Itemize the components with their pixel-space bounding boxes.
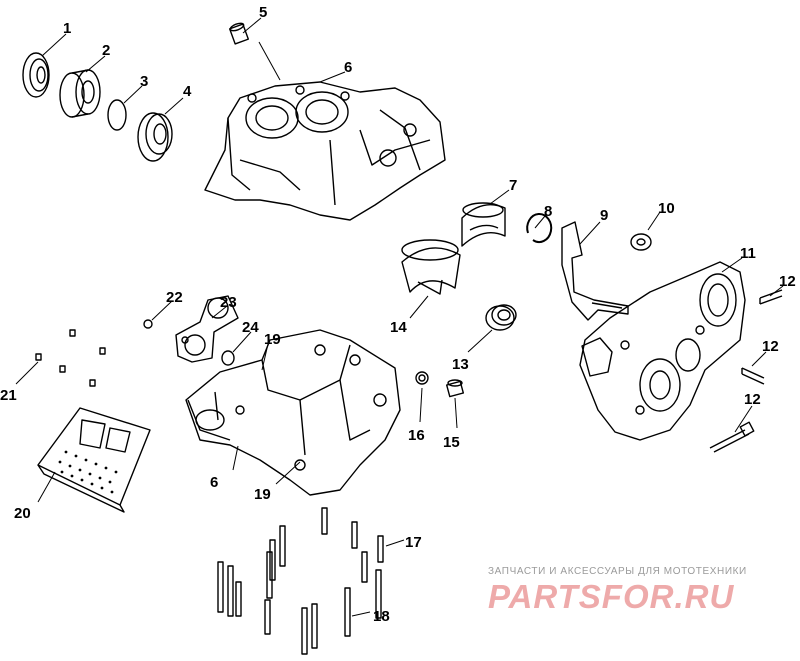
callout-11: 11 (740, 245, 756, 262)
callout-12-top: 12 (779, 273, 796, 290)
part-seal (137, 112, 173, 162)
part-screws-21 (35, 329, 106, 387)
callout-12-low: 12 (744, 391, 761, 408)
callout-14: 14 (390, 319, 407, 336)
callout-3: 3 (140, 73, 148, 90)
part-gasket (561, 221, 629, 321)
part-studs (217, 507, 384, 655)
callout-20: 20 (14, 505, 31, 522)
callout-6-upper: 6 (344, 59, 352, 76)
part-plug (445, 379, 465, 398)
upper-crankcase (204, 81, 446, 221)
callout-9: 9 (600, 207, 608, 224)
part-bearing-shell (461, 202, 506, 247)
callout-23: 23 (220, 294, 237, 311)
part-bearing-shell-14 (401, 239, 461, 295)
part-o-ring-24 (221, 350, 235, 366)
callout-10: 10 (658, 200, 675, 217)
callout-5: 5 (259, 4, 267, 21)
callout-6-lower: 6 (210, 474, 218, 491)
callout-21: 21 (0, 387, 17, 404)
part-dowel-pin (228, 22, 250, 45)
part-seal-13 (485, 304, 517, 331)
callout-13: 13 (452, 356, 469, 373)
callout-16: 16 (408, 427, 425, 444)
leader-lines (15, 17, 784, 617)
part-oil-screen (37, 407, 151, 513)
part-oil-seal (22, 52, 50, 98)
watermark-logo: PARTSFOR.RU (488, 578, 735, 615)
callout-12-mid: 12 (762, 338, 779, 355)
lower-crankcase (185, 329, 401, 496)
part-circlip (526, 213, 553, 243)
part-plug-16 (415, 371, 429, 385)
callout-labels: 1 2 3 4 5 6 7 8 9 10 11 12 12 12 13 14 1… (0, 4, 796, 625)
part-nut (143, 319, 153, 329)
callout-22: 22 (166, 289, 183, 306)
part-bolts (709, 289, 783, 453)
callout-7: 7 (509, 177, 517, 194)
callout-18: 18 (373, 608, 390, 625)
part-o-ring (107, 99, 127, 131)
side-cover (579, 261, 746, 441)
callout-2: 2 (102, 42, 110, 59)
part-washer (630, 233, 652, 251)
callout-1: 1 (63, 20, 71, 37)
callout-8: 8 (544, 203, 552, 220)
callout-24: 24 (242, 319, 259, 336)
part-oil-pump (175, 295, 239, 363)
callout-15: 15 (443, 434, 460, 451)
part-bearing (59, 69, 101, 118)
callout-19-upper: 19 (264, 331, 281, 348)
callout-4: 4 (183, 83, 192, 100)
callout-17: 17 (405, 534, 422, 551)
watermark-tagline: ЗАПЧАСТИ И АКСЕССУАРЫ ДЛЯ МОТОТЕХНИКИ (488, 566, 747, 577)
callout-19-lower: 19 (254, 486, 271, 503)
